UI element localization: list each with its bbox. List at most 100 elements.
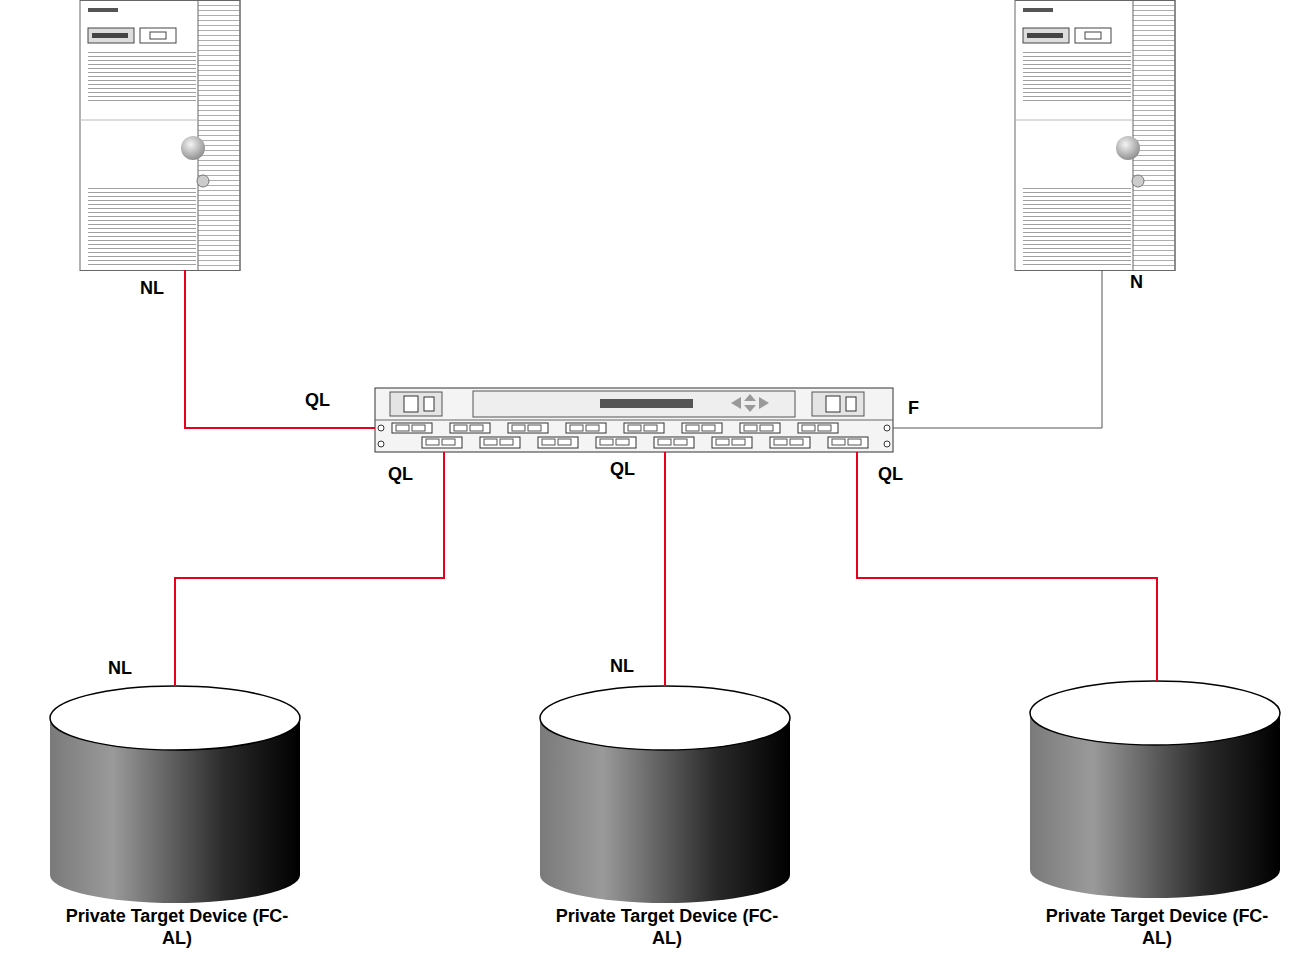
port-slot xyxy=(512,425,525,431)
port-slot xyxy=(658,439,671,445)
device-caption: Private Target Device (FC-AL) xyxy=(1035,906,1279,949)
illustration-part xyxy=(375,420,893,421)
port-slot xyxy=(528,425,541,431)
port-type-label: QL xyxy=(305,390,330,412)
server-node: N xyxy=(1015,0,1195,270)
disk-left xyxy=(50,686,300,903)
port-type-label: NL xyxy=(140,278,164,300)
switch-port xyxy=(508,423,548,433)
port-slot xyxy=(832,439,845,445)
port-slot xyxy=(396,425,409,431)
port-slot xyxy=(848,439,861,445)
port-type-label: N xyxy=(1130,272,1143,294)
server-right xyxy=(1015,1,1175,271)
switch-port xyxy=(450,423,490,433)
illustration-part xyxy=(846,397,856,411)
illustration-part xyxy=(378,425,384,431)
switch-port xyxy=(538,437,578,448)
illustration-part xyxy=(744,394,756,401)
port-slot xyxy=(818,425,831,431)
port-slot xyxy=(802,425,815,431)
illustration-part xyxy=(378,441,384,447)
port-slot xyxy=(686,425,699,431)
port-slot xyxy=(600,439,613,445)
storage-node: NLPrivate Target Device (FC-AL) xyxy=(50,686,300,956)
server-left xyxy=(80,1,240,271)
switch-port xyxy=(480,437,520,448)
switch-port xyxy=(654,437,694,448)
switch-port xyxy=(682,423,722,433)
port-slot xyxy=(628,425,641,431)
cable-connector xyxy=(185,270,375,428)
illustration-part xyxy=(404,396,418,412)
port-slot xyxy=(674,439,687,445)
port-slot xyxy=(774,439,787,445)
illustration-part xyxy=(392,423,868,448)
disk-right xyxy=(1030,681,1280,898)
switch-port xyxy=(566,423,606,433)
illustration-part xyxy=(600,399,693,408)
port-slot xyxy=(616,439,629,445)
switch-port xyxy=(798,423,838,433)
port-slot xyxy=(760,425,773,431)
cable-connector xyxy=(175,452,444,686)
illustration-part xyxy=(759,397,769,409)
port-slot xyxy=(542,439,555,445)
illustration-part xyxy=(375,388,893,452)
port-slot xyxy=(470,425,483,431)
switch-port xyxy=(392,423,432,433)
switch-port xyxy=(712,437,752,448)
server-node: NL xyxy=(80,0,240,270)
port-slot xyxy=(702,425,715,431)
port-type-label: F xyxy=(908,398,919,420)
switch-node: QLFQLQLQL xyxy=(375,388,893,452)
port-type-label: QL xyxy=(610,459,635,481)
switch-port xyxy=(770,437,810,448)
switch-port xyxy=(828,437,868,448)
illustration-part xyxy=(473,391,795,417)
device-caption: Private Target Device (FC-AL) xyxy=(545,906,789,949)
cable-connector xyxy=(664,452,666,686)
port-type-label: QL xyxy=(388,464,413,486)
port-slot xyxy=(732,439,745,445)
port-type-label: QL xyxy=(878,464,903,486)
switch-port xyxy=(740,423,780,433)
port-slot xyxy=(412,425,425,431)
illustration-part xyxy=(731,397,741,409)
port-slot xyxy=(442,439,455,445)
switch-chassis xyxy=(375,388,893,452)
port-slot xyxy=(790,439,803,445)
illustration-part xyxy=(826,396,840,412)
illustration-part xyxy=(884,425,890,431)
cable-connector xyxy=(857,452,1157,681)
storage-node: Private Target Device (FC-AL) xyxy=(1030,681,1280,956)
port-slot xyxy=(716,439,729,445)
port-slot xyxy=(500,439,513,445)
switch-port xyxy=(422,437,462,448)
port-slot xyxy=(426,439,439,445)
port-slot xyxy=(484,439,497,445)
device-caption: Private Target Device (FC-AL) xyxy=(55,906,299,949)
switch-port xyxy=(596,437,636,448)
illustration-part xyxy=(424,397,434,411)
port-slot xyxy=(586,425,599,431)
switch-port xyxy=(624,423,664,433)
cable-connector xyxy=(893,270,1102,428)
port-slot xyxy=(570,425,583,431)
illustration-part xyxy=(744,405,756,412)
port-type-label: NL xyxy=(108,658,132,680)
disk-middle xyxy=(540,686,790,903)
port-slot xyxy=(558,439,571,445)
illustration-part xyxy=(884,441,890,447)
port-type-label: NL xyxy=(610,656,634,678)
port-slot xyxy=(454,425,467,431)
storage-node: NLPrivate Target Device (FC-AL) xyxy=(540,686,790,956)
port-slot xyxy=(744,425,757,431)
illustration-part xyxy=(812,392,864,416)
illustration-part xyxy=(390,392,442,416)
port-slot xyxy=(644,425,657,431)
